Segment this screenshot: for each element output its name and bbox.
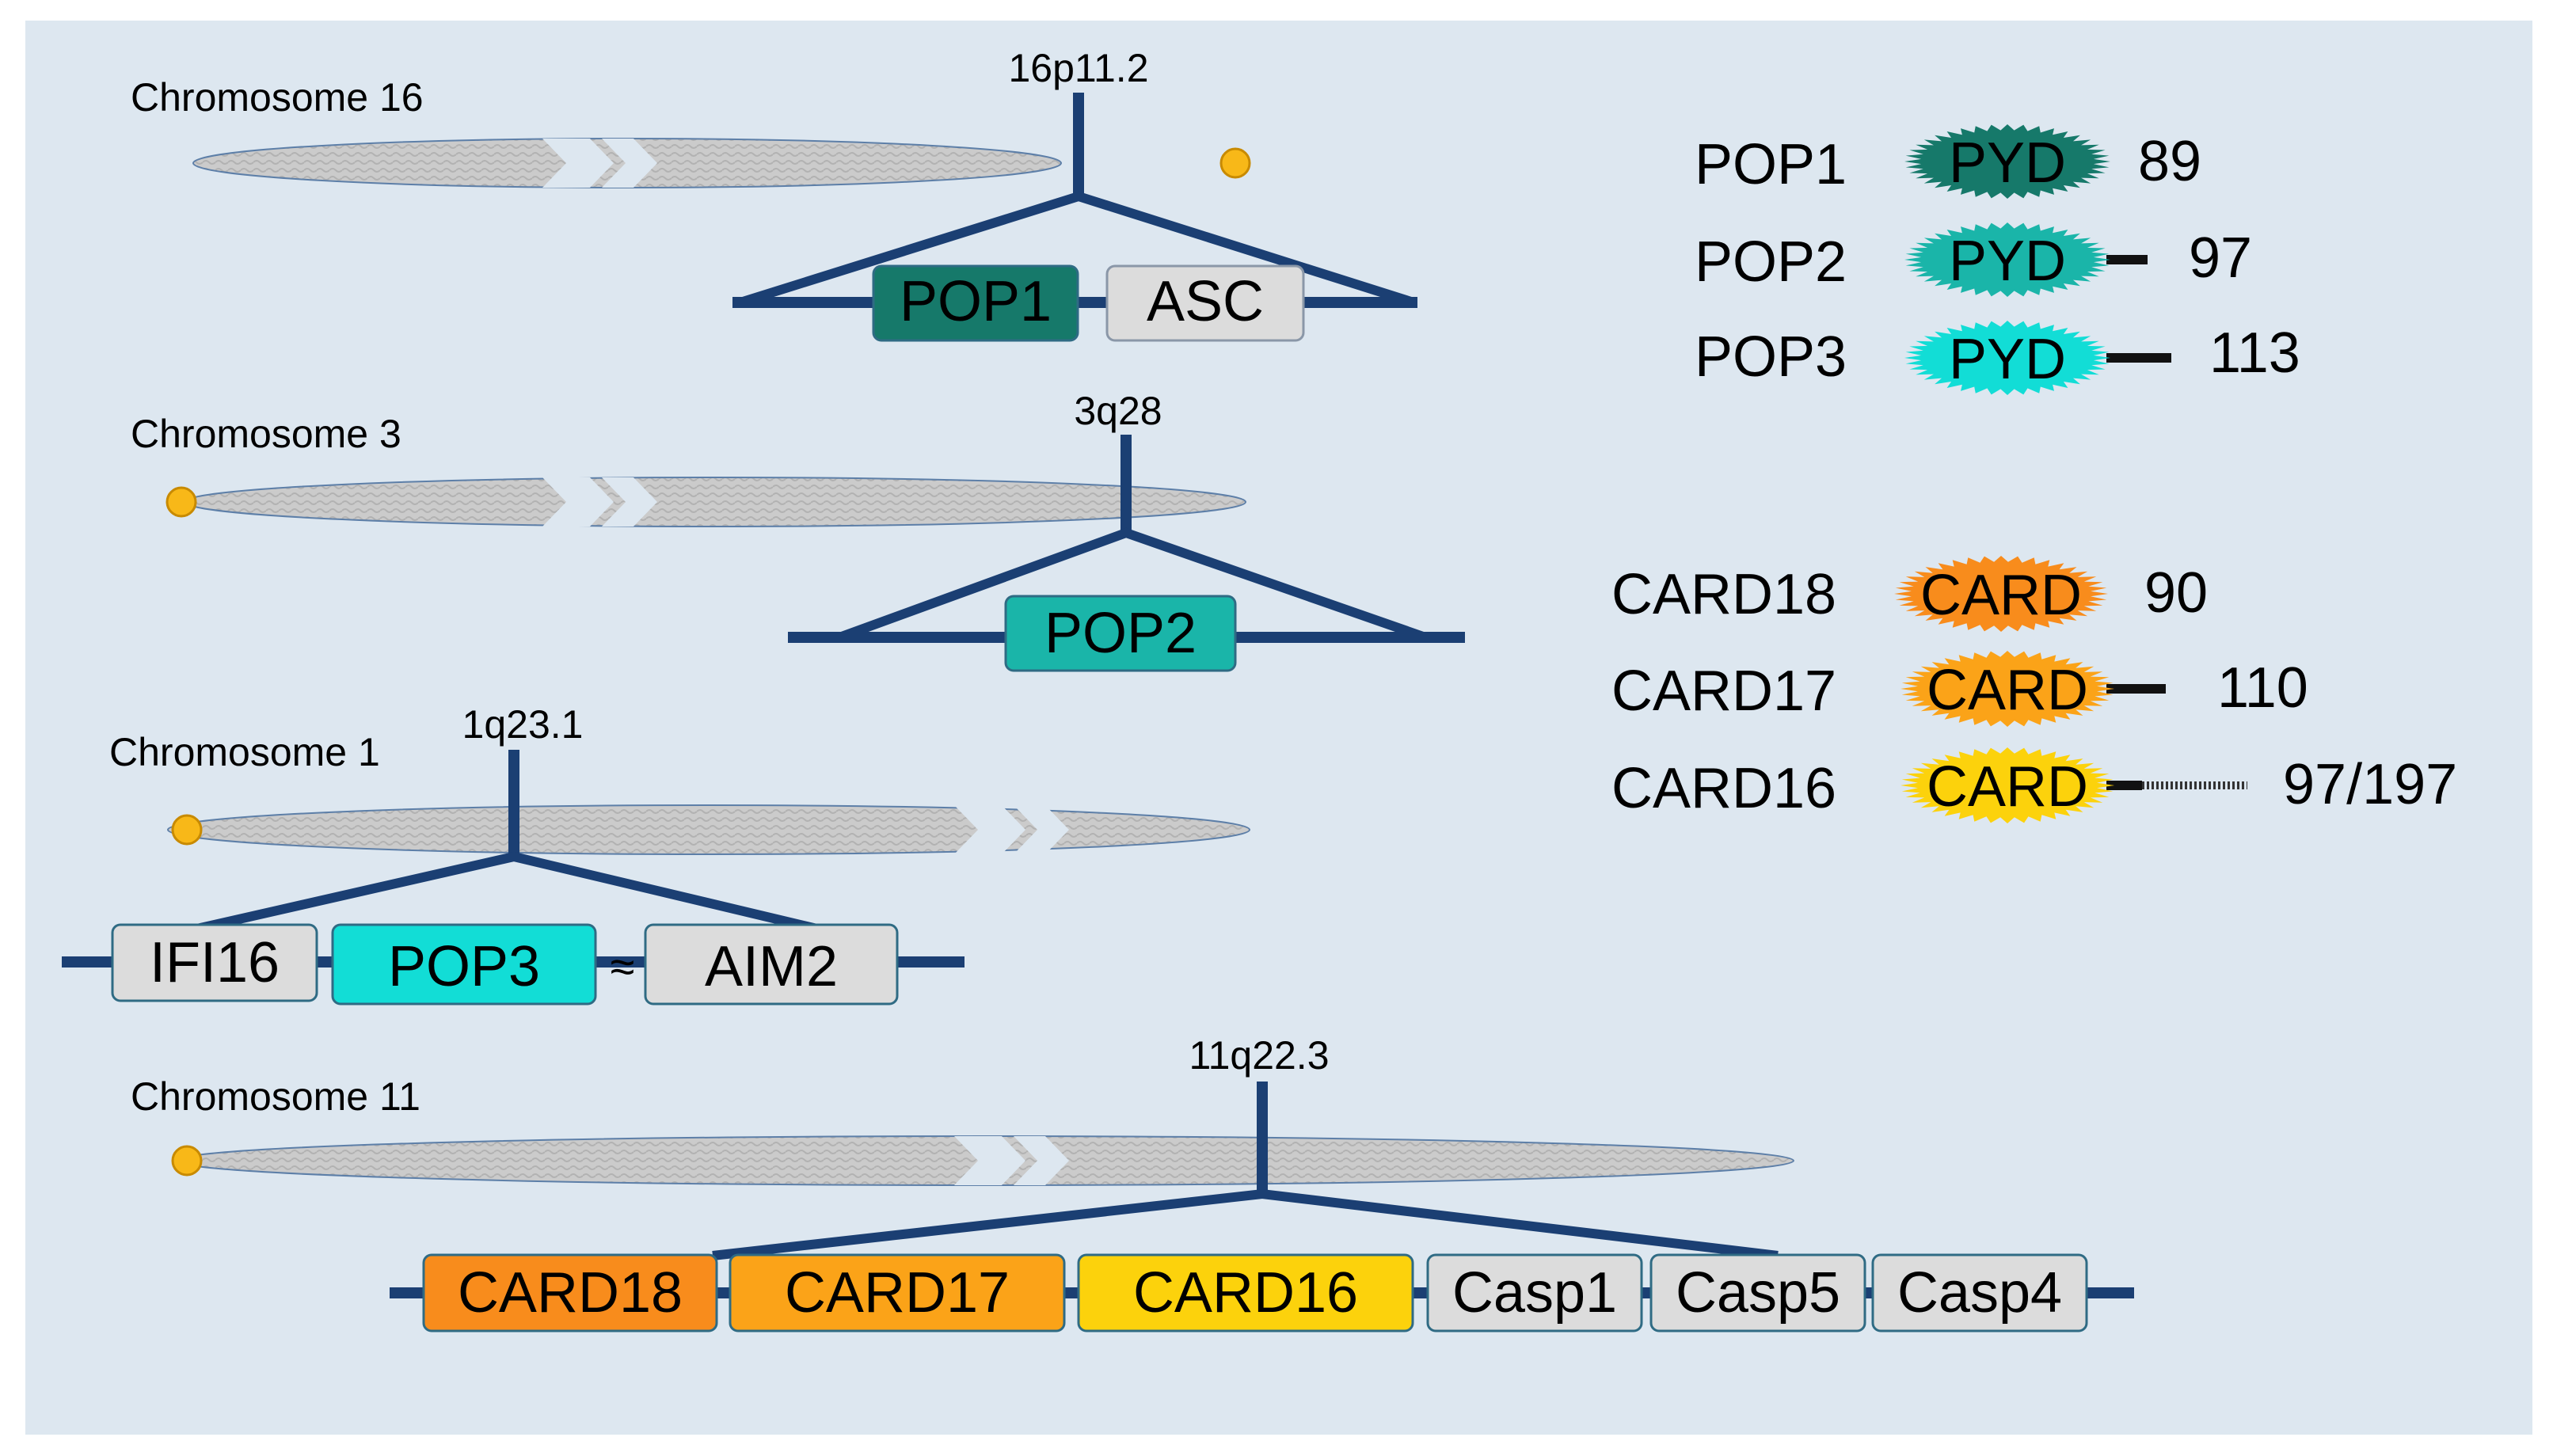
pyd-protein-row: POP3 PYD 113 xyxy=(1695,321,2300,395)
protein-name: CARD16 xyxy=(1611,757,1836,820)
locus-label: 16p11.2 xyxy=(1008,46,1148,90)
gene-box-ifi16: IFI16 xyxy=(111,923,318,1002)
protein-name: POP2 xyxy=(1695,230,1847,294)
pyd-domain-shape xyxy=(1904,321,2110,395)
domain-label: CARD xyxy=(1927,659,2088,722)
locus-expansion-lines xyxy=(837,527,1427,642)
gene-label: ASC xyxy=(1147,270,1264,333)
chromosome-break-marker xyxy=(542,139,614,188)
centromere-marker xyxy=(1219,147,1251,179)
gene-box-pop3: POP3 xyxy=(331,923,597,1006)
gene-box-casp4: Casp4 xyxy=(1871,1253,2088,1332)
chromosome-3-group: Chromosome 3 3q28 POP2 xyxy=(131,389,1465,672)
chromosome-break-marker xyxy=(602,477,657,527)
locus-expansion-lines xyxy=(188,851,825,935)
card-protein-row: CARD17 CARD 110 xyxy=(1611,651,2308,727)
protein-name: CARD17 xyxy=(1611,660,1836,723)
gene-box-pop2: POP2 xyxy=(1004,595,1237,672)
pyd-protein-row: POP2 PYD 97 xyxy=(1695,222,2252,297)
gene-label: POP1 xyxy=(900,270,1052,333)
card-protein-row: CARD16 CARD 97/197 xyxy=(1611,747,2457,823)
gene-label: Casp5 xyxy=(1676,1261,1840,1325)
chromosome-1-group: Chromosome 1 1q23.1 IFI16 POP3 ≈ AIM2 xyxy=(62,702,1250,1006)
chromosome-bar xyxy=(184,477,1246,527)
card-domain-shape xyxy=(1900,651,2114,727)
protein-length: 113 xyxy=(2209,321,2300,385)
gene-label: CARD16 xyxy=(1133,1261,1358,1325)
pyd-protein-row: POP1 PYD 89 xyxy=(1695,124,2201,199)
gene-box-pop1: POP1 xyxy=(872,264,1079,342)
protein-length: 97/197 xyxy=(2283,753,2457,816)
chromosome-label: Chromosome 11 xyxy=(131,1074,420,1119)
gene-box-casp1: Casp1 xyxy=(1426,1253,1643,1332)
chromosome-break-marker xyxy=(1014,805,1069,854)
domain-label: PYD xyxy=(1949,328,2066,391)
protein-length: 97 xyxy=(2189,226,2252,290)
locus-label: 3q28 xyxy=(1074,389,1162,433)
pyd-domain-shape xyxy=(1904,124,2110,199)
protein-length: 90 xyxy=(2144,561,2208,625)
gene-label: POP2 xyxy=(1044,602,1197,665)
protein-length: 89 xyxy=(2138,130,2201,193)
domain-label: PYD xyxy=(1949,131,2066,195)
chromosome-break-marker xyxy=(954,805,1025,854)
protein-name: POP3 xyxy=(1695,325,1847,389)
card-domain-shape xyxy=(1894,556,2108,632)
pyd-domain-shape xyxy=(1904,222,2110,297)
gap-symbol: ≈ xyxy=(611,941,635,991)
gene-box-card17: CARD17 xyxy=(729,1253,1066,1332)
gene-box-casp5: Casp5 xyxy=(1649,1253,1866,1332)
gene-label: Casp4 xyxy=(1897,1261,2062,1325)
gene-label: AIM2 xyxy=(705,935,838,998)
gene-label: POP3 xyxy=(388,935,540,998)
locus-expansion-lines xyxy=(712,1188,1779,1260)
chromosome-break-marker xyxy=(602,139,657,188)
gene-box-card18: CARD18 xyxy=(422,1253,718,1332)
chromosome-label: Chromosome 3 xyxy=(131,412,401,456)
gene-box-card16: CARD16 xyxy=(1077,1253,1414,1332)
card-protein-row: CARD18 CARD 90 xyxy=(1611,556,2208,632)
gene-box-aim2: AIM2 xyxy=(644,923,899,1006)
locus-label: 11q22.3 xyxy=(1189,1033,1329,1078)
chromosome-11-group: Chromosome 11 11q22.3 CARD18 CARD17 CARD… xyxy=(131,1033,2134,1332)
chromosome-break-marker xyxy=(542,477,614,527)
chromosome-break-marker xyxy=(954,1136,1025,1185)
chromosome-label: Chromosome 1 xyxy=(109,730,380,774)
chromosome-16-group: Chromosome 16 16p11.2 POP1 ASC xyxy=(131,46,1417,342)
chromosome-label: Chromosome 16 xyxy=(131,75,424,120)
chromosome-bar xyxy=(167,804,1250,855)
gene-label: CARD17 xyxy=(785,1261,1010,1325)
centromere-marker xyxy=(166,486,197,518)
card-domain-shape xyxy=(1900,747,2114,823)
gene-label: IFI16 xyxy=(150,931,280,994)
gene-label: Casp1 xyxy=(1452,1261,1617,1325)
protein-name: CARD18 xyxy=(1611,563,1836,626)
centromere-marker xyxy=(171,1145,203,1177)
locus-label: 1q23.1 xyxy=(462,702,584,747)
protein-name: POP1 xyxy=(1695,133,1847,196)
chromosome-break-marker xyxy=(1014,1136,1069,1185)
domain-label: CARD xyxy=(1920,564,2082,627)
domain-label: PYD xyxy=(1949,230,2066,293)
diagram-background xyxy=(25,21,2532,1435)
protein-length: 110 xyxy=(2217,656,2308,720)
domain-label: CARD xyxy=(1927,755,2088,819)
centromere-marker xyxy=(171,814,203,846)
gene-box-asc: ASC xyxy=(1105,264,1305,342)
locus-expansion-lines xyxy=(739,191,1415,307)
gene-label: CARD18 xyxy=(458,1261,683,1325)
